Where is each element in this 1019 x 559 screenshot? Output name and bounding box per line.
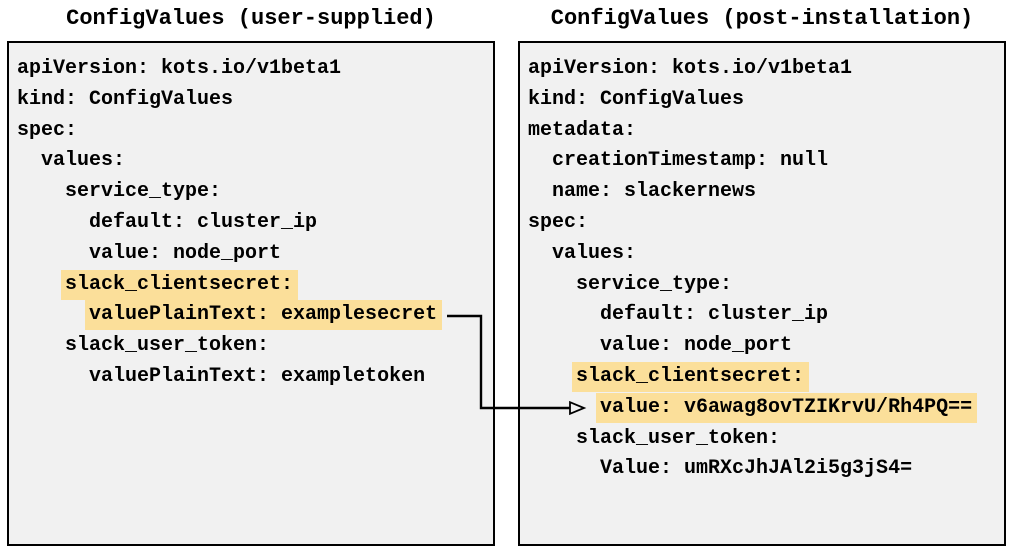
code-line: value: node_port (528, 331, 1004, 362)
code-indent (528, 273, 576, 296)
code-line: apiVersion: kots.io/v1beta1 (528, 54, 1004, 85)
code-text: name: slackernews (552, 180, 757, 204)
code-text: creationTimestamp: null (552, 149, 829, 173)
code-indent (17, 149, 41, 172)
code-text-highlighted: valuePlainText: examplesecret (85, 300, 443, 331)
code-text: metadata: (528, 118, 637, 142)
code-indent (17, 180, 65, 203)
code-line: Value: umRXcJhJAl2i5g3jS4= (528, 454, 1004, 485)
code-text: default: cluster_ip (600, 303, 829, 327)
code-text: default: cluster_ip (89, 210, 318, 234)
code-line: value: node_port (17, 239, 493, 270)
code-text: values: (552, 241, 637, 265)
post-installation-config-box: apiVersion: kots.io/v1beta1 kind: Config… (518, 41, 1006, 546)
code-indent (17, 211, 89, 234)
code-line: valuePlainText: exampletoken (17, 362, 493, 393)
code-line: valuePlainText: examplesecret (17, 300, 493, 331)
right-panel-title: ConfigValues (post-installation) (550, 6, 974, 31)
code-indent (528, 180, 552, 203)
code-text: value: node_port (600, 334, 793, 358)
code-indent (17, 273, 65, 296)
code-text-highlighted: slack_clientsecret: (572, 361, 810, 392)
code-line: creationTimestamp: null (528, 146, 1004, 177)
code-text: service_type: (576, 272, 733, 296)
code-text: kind: ConfigValues (528, 87, 745, 111)
code-text: value: node_port (89, 241, 282, 265)
code-text: slack_user_token: (65, 334, 270, 358)
code-line: default: cluster_ip (17, 208, 493, 239)
code-line: spec: (17, 116, 493, 147)
code-text: slack_user_token: (576, 426, 781, 450)
code-line: kind: ConfigValues (528, 85, 1004, 116)
code-line: metadata: (528, 116, 1004, 147)
code-indent (17, 242, 89, 265)
code-line: slack_user_token: (528, 424, 1004, 455)
code-text: apiVersion: kots.io/v1beta1 (17, 57, 342, 80)
code-line: values: (528, 239, 1004, 270)
code-line: values: (17, 146, 493, 177)
code-indent (528, 396, 600, 419)
user-supplied-config-box: apiVersion: kots.io/v1beta1 kind: Config… (7, 41, 495, 546)
code-text: kind: ConfigValues (17, 87, 234, 111)
code-indent (17, 303, 89, 326)
code-text: service_type: (65, 180, 222, 204)
code-indent (17, 365, 89, 388)
code-line: default: cluster_ip (528, 300, 1004, 331)
code-line: slack_user_token: (17, 331, 493, 362)
code-line: slack_clientsecret: (528, 361, 1004, 393)
code-line: service_type: (17, 177, 493, 208)
code-line: apiVersion: kots.io/v1beta1 (17, 54, 493, 85)
code-indent (17, 334, 65, 357)
code-line: slack_clientsecret: (17, 269, 493, 301)
code-text: valuePlainText: exampletoken (89, 364, 426, 388)
code-indent (528, 149, 552, 172)
code-text: apiVersion: kots.io/v1beta1 (528, 57, 853, 80)
code-line: value: v6awag8ovTZIKrvU/Rh4PQ== (528, 392, 1004, 424)
code-indent (528, 427, 576, 450)
code-line: name: slackernews (528, 177, 1004, 208)
code-line: service_type: (528, 270, 1004, 301)
code-indent (528, 365, 576, 388)
code-indent (528, 457, 600, 480)
code-text-highlighted: value: v6awag8ovTZIKrvU/Rh4PQ== (596, 392, 978, 423)
code-text: Value: umRXcJhJAl2i5g3jS4= (600, 457, 913, 481)
code-line: kind: ConfigValues (17, 85, 493, 116)
code-text: spec: (17, 118, 78, 142)
code-text-highlighted: slack_clientsecret: (61, 269, 299, 300)
left-panel-title: ConfigValues (user-supplied) (66, 6, 436, 31)
code-line: spec: (528, 208, 1004, 239)
code-text: spec: (528, 210, 589, 234)
code-indent (528, 334, 600, 357)
code-indent (528, 242, 552, 265)
code-indent (528, 303, 600, 326)
code-text: values: (41, 149, 126, 173)
